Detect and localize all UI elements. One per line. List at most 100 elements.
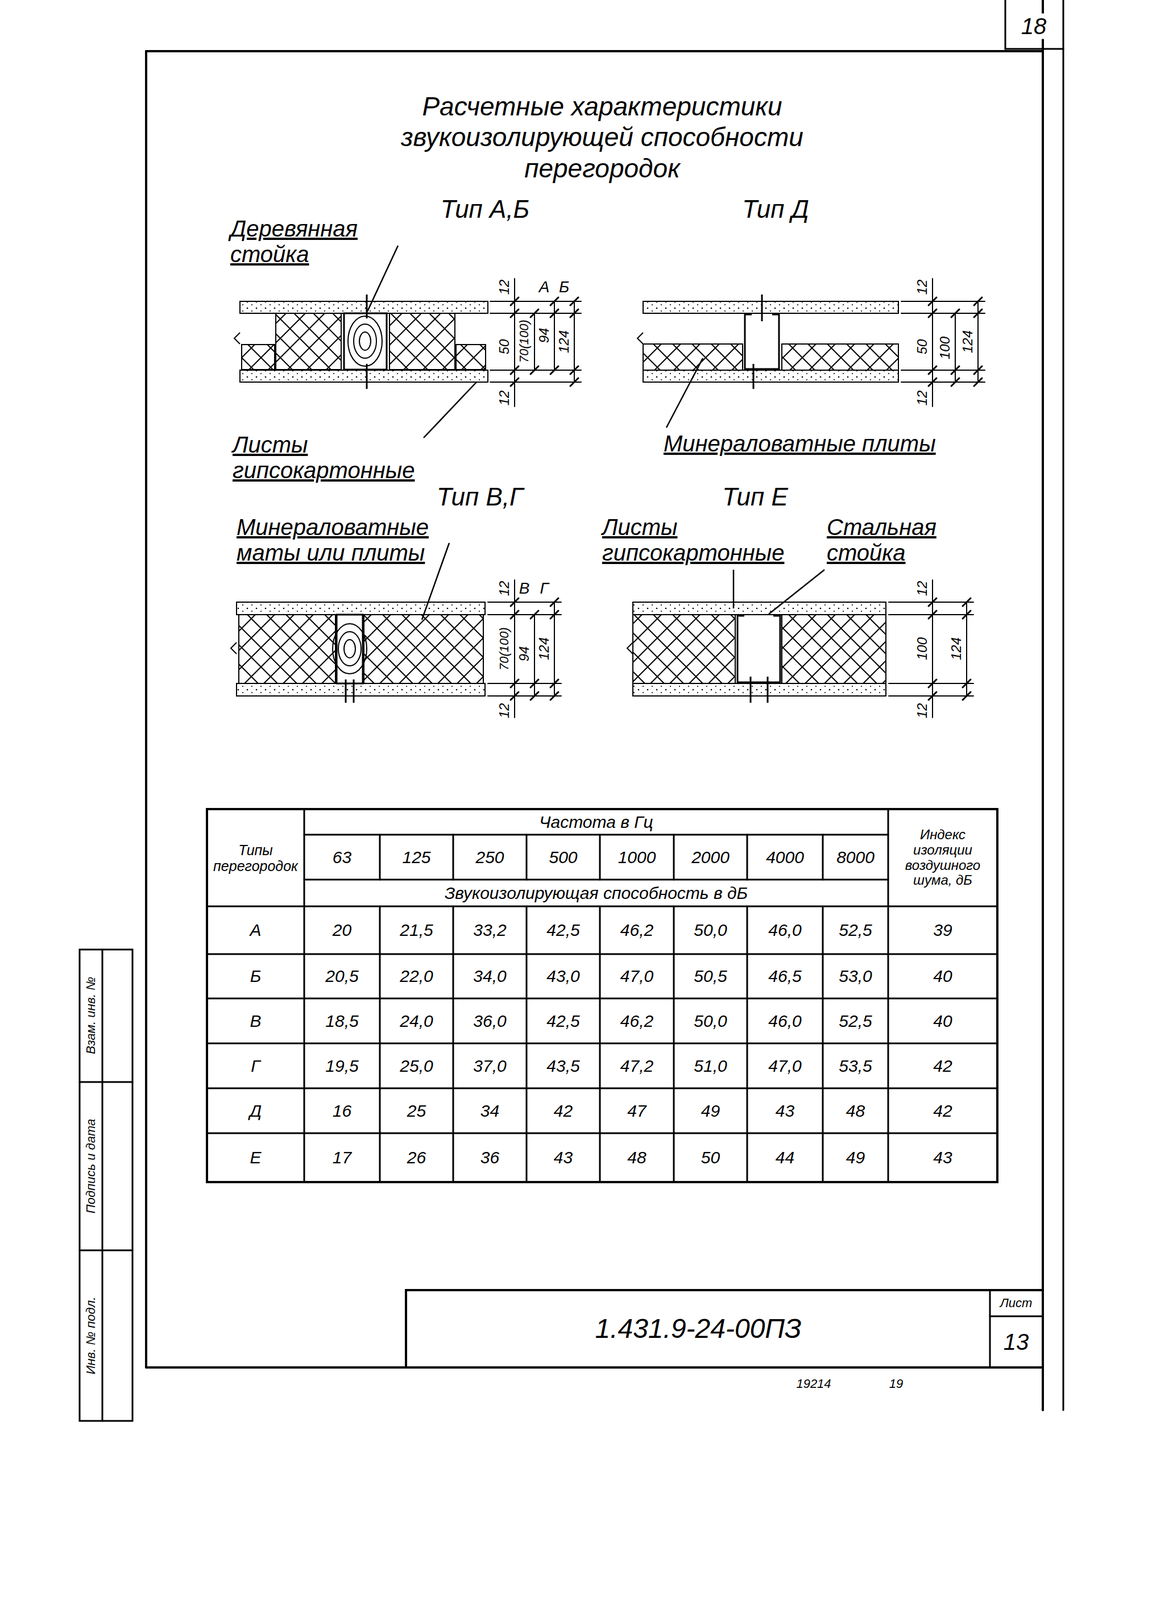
mineral-wool bbox=[632, 614, 736, 684]
dimension: 70(100) bbox=[517, 318, 532, 364]
rule-line bbox=[570, 297, 579, 306]
rule-line bbox=[951, 366, 960, 375]
table-cell: 25 bbox=[407, 1101, 426, 1121]
table-cell: 42,5 bbox=[546, 1011, 580, 1031]
table-cell-box: 250 bbox=[453, 834, 527, 880]
wood-grain bbox=[359, 332, 371, 351]
rule-line bbox=[530, 366, 539, 375]
break-mark bbox=[637, 332, 644, 345]
rule-line bbox=[530, 679, 539, 688]
table-cell-box: 4000 bbox=[747, 834, 823, 880]
table-cell: 20 bbox=[332, 920, 352, 940]
table-cell: 44 bbox=[775, 1148, 795, 1168]
rule-line bbox=[144, 51, 148, 1368]
leader-line bbox=[423, 382, 477, 438]
rule-line bbox=[146, 50, 1043, 53]
table-cell-box: 1000 bbox=[599, 834, 674, 880]
stamp-field: Взам. инв. № bbox=[84, 975, 99, 1056]
mineral-wool bbox=[241, 344, 275, 370]
line-work bbox=[79, 0, 1064, 1421]
rule-line bbox=[553, 301, 555, 371]
rule-line bbox=[746, 834, 749, 880]
dimension: 100 bbox=[914, 636, 931, 662]
rule-line bbox=[822, 834, 824, 880]
rule-line bbox=[989, 1290, 992, 1368]
table-cell-box: 18,5 bbox=[304, 998, 380, 1044]
dimension: 12 bbox=[496, 278, 513, 297]
screw bbox=[752, 363, 755, 389]
table-cell: Частота в Гц bbox=[539, 812, 653, 832]
leader-line bbox=[732, 569, 735, 609]
table-cell-box: 16 bbox=[304, 1088, 380, 1134]
table-cell: 42 bbox=[553, 1101, 573, 1121]
steel-stud bbox=[737, 615, 781, 683]
table-cell-box: 43 bbox=[526, 1133, 600, 1183]
rule-line bbox=[101, 949, 104, 1421]
screw bbox=[345, 679, 347, 703]
rule-line bbox=[514, 278, 516, 407]
table-cell-box: 44 bbox=[747, 1133, 823, 1183]
table-cell: 46,5 bbox=[768, 966, 802, 986]
rule-line bbox=[452, 906, 455, 1183]
dimension: 124 bbox=[536, 636, 553, 662]
table-cell: 40 bbox=[933, 966, 952, 986]
table-cell-box: 50,0 bbox=[673, 998, 748, 1044]
table-cell: 52,5 bbox=[838, 920, 872, 940]
table-cell: 36 bbox=[480, 1148, 500, 1168]
sheet-title: Расчетные характеристики звукоизолирующе… bbox=[386, 90, 819, 184]
dimension: 70(100) bbox=[497, 626, 512, 672]
section-type: Тип А,Б bbox=[439, 195, 532, 223]
rule-line bbox=[550, 366, 559, 375]
table-cell: 250 bbox=[475, 847, 504, 868]
rule-line bbox=[928, 297, 937, 306]
table-cell-box: 47,0 bbox=[747, 1043, 823, 1089]
rule-line bbox=[928, 309, 937, 318]
table-cell-box: 43,0 bbox=[526, 954, 600, 999]
table-cell: 46,2 bbox=[620, 1011, 654, 1031]
table-cell: 46,0 bbox=[768, 920, 802, 940]
archive-number: 19 bbox=[888, 1377, 905, 1392]
leader-line bbox=[666, 358, 703, 428]
rule-line bbox=[1004, 0, 1007, 49]
rule-line bbox=[79, 1249, 133, 1252]
wood-grain bbox=[353, 324, 377, 359]
mineral-wool bbox=[363, 614, 484, 684]
wood-stud bbox=[344, 313, 387, 370]
rule-line bbox=[974, 297, 982, 306]
rule-line bbox=[928, 378, 937, 387]
dimension: 12 bbox=[914, 278, 931, 297]
table-cell-box: 8000 bbox=[822, 834, 889, 880]
table-cell: 47,0 bbox=[620, 966, 654, 986]
dimension: 12 bbox=[496, 389, 513, 408]
rule-line bbox=[550, 309, 559, 318]
rule-line bbox=[901, 369, 985, 371]
table-cell: 51,0 bbox=[693, 1056, 727, 1076]
table-cell-box: 47,0 bbox=[599, 954, 674, 999]
rule-line bbox=[206, 953, 998, 956]
table-cell: 19,5 bbox=[325, 1056, 359, 1076]
mineral-wool bbox=[238, 614, 336, 684]
dimension: 124 bbox=[960, 329, 976, 355]
gypsum-sheet bbox=[239, 370, 488, 383]
rule-line bbox=[550, 679, 559, 688]
table-cell-box: 49 bbox=[822, 1133, 889, 1183]
table-cell: Г bbox=[250, 1056, 260, 1076]
section-type: Тип Д bbox=[740, 195, 810, 223]
table-cell: 2000 bbox=[691, 847, 730, 868]
rule-line bbox=[928, 598, 937, 607]
table-cell: 26 bbox=[407, 1148, 426, 1168]
table-cell-box: 42 bbox=[888, 1088, 998, 1134]
sheet-number: 13 bbox=[1002, 1329, 1031, 1355]
table-cell-box: Типы перегородок bbox=[206, 809, 305, 907]
rule-line bbox=[901, 312, 985, 314]
table-cell: 47 bbox=[627, 1101, 646, 1121]
rule-line bbox=[487, 682, 562, 685]
rule-line bbox=[530, 309, 539, 318]
sheet-label: Лист bbox=[999, 1296, 1034, 1311]
table-cell-box: 34 bbox=[453, 1088, 527, 1134]
gypsum-sheet bbox=[236, 602, 486, 615]
stamp-field: Подпись и дата bbox=[84, 1117, 99, 1215]
screw bbox=[366, 363, 368, 389]
callout: Стальная стойка bbox=[826, 514, 981, 566]
table-frame bbox=[206, 809, 998, 1183]
